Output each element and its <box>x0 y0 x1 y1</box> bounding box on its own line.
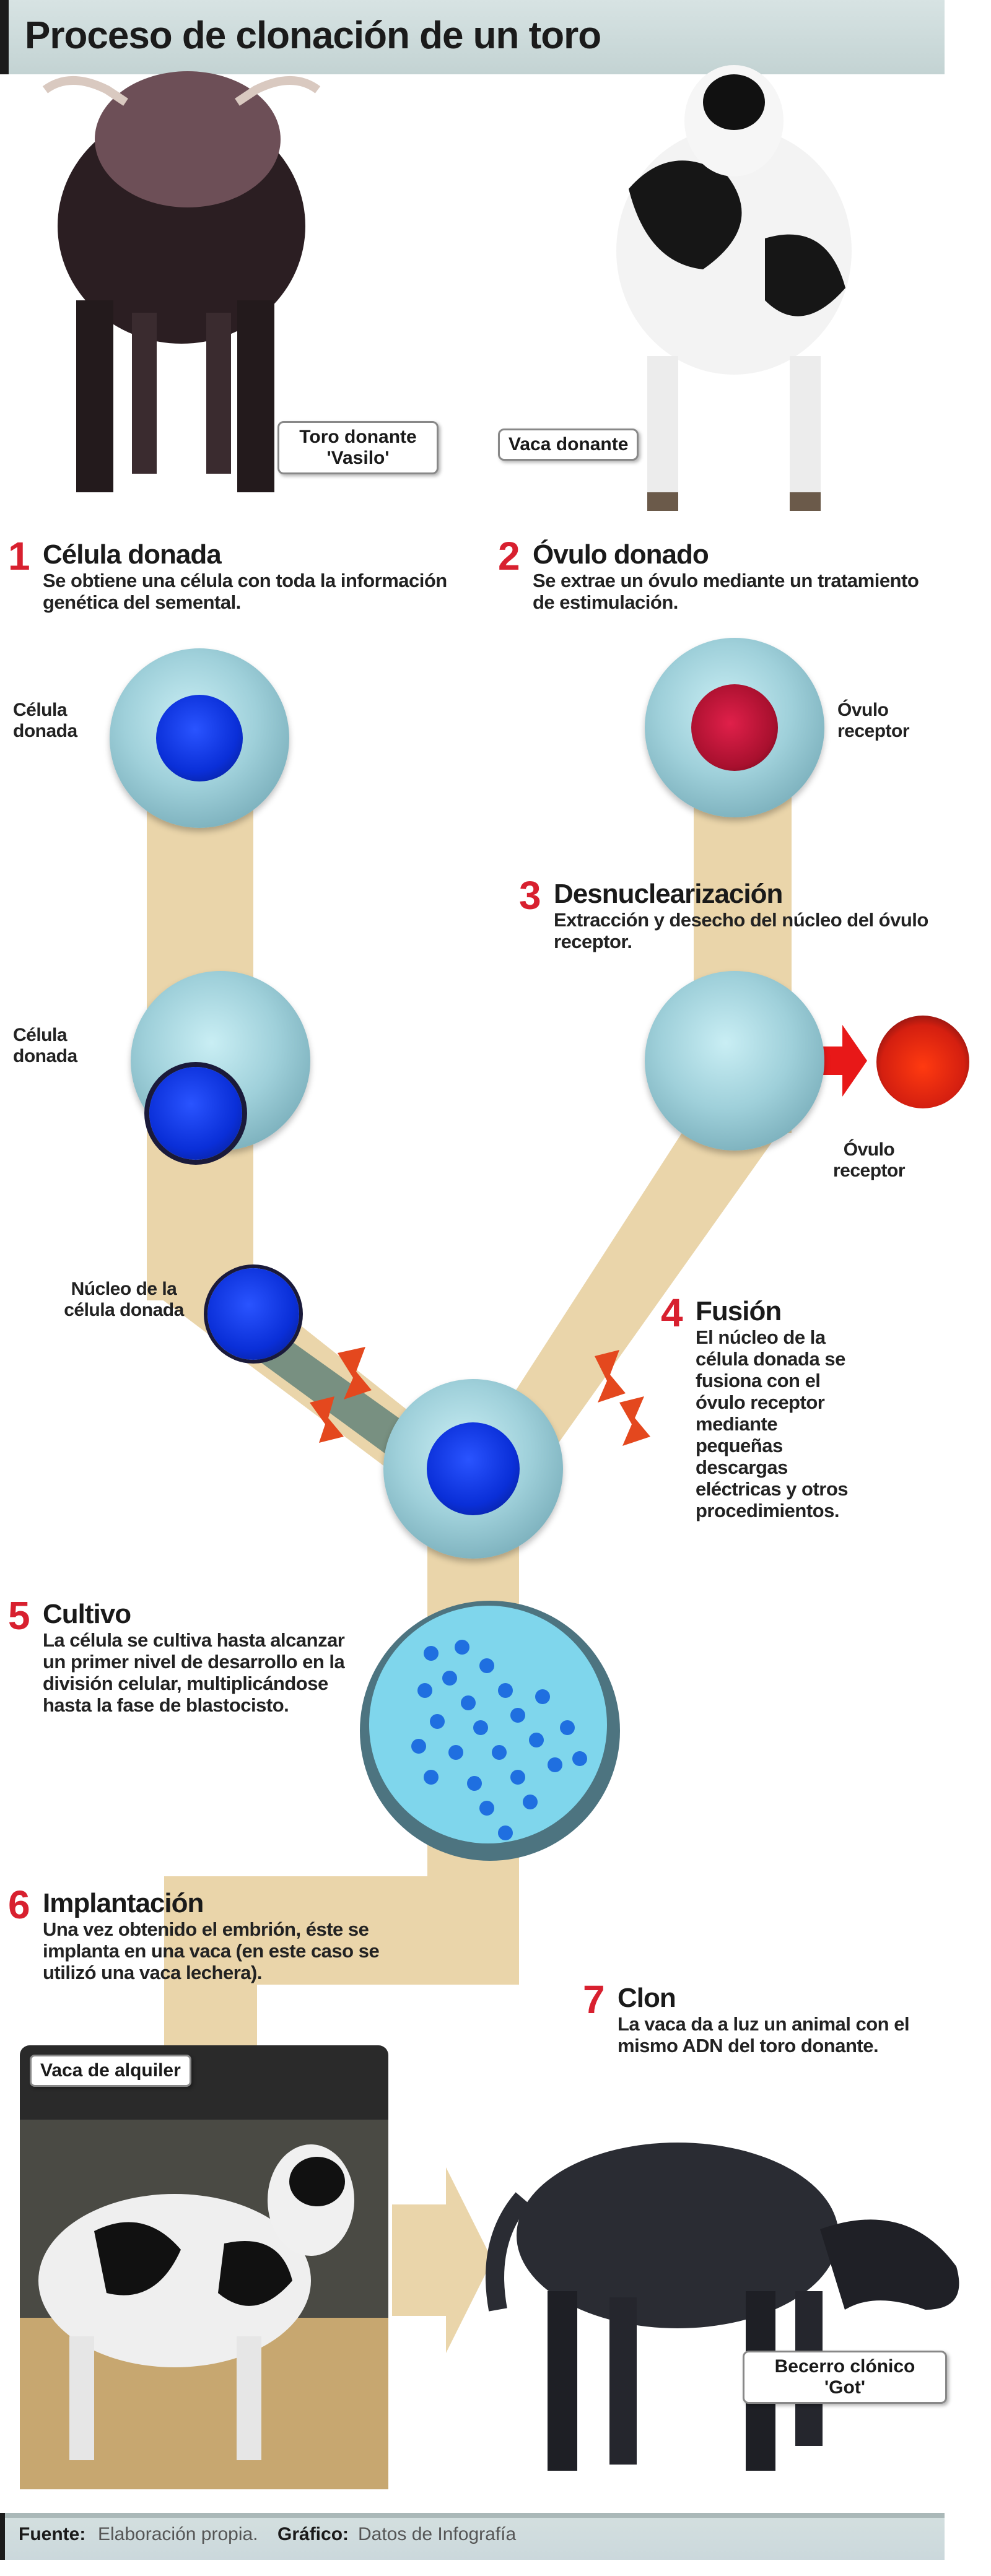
blastocyst-cell <box>535 1689 550 1704</box>
nucleus-trail <box>235 1314 434 1480</box>
blastocyst-cell <box>529 1733 544 1747</box>
step-text: Una vez obtenido el embrión, éste se imp… <box>43 1918 380 1983</box>
donor-cell-label-2: Célula donada <box>13 1025 77 1066</box>
blastocyst-cell <box>448 1745 463 1760</box>
graphic-value: Datos de Infografía <box>358 2524 517 2544</box>
donor-nucleus <box>156 695 243 781</box>
step-number: 6 <box>8 1882 30 1927</box>
step-4: 4 Fusión El núcleo de la célula donada s… <box>661 1293 865 1521</box>
blastocyst-cell <box>523 1795 538 1809</box>
removed-nucleus <box>876 1016 969 1108</box>
calf-label: Becerro clónico 'Got' <box>743 2351 947 2404</box>
donor-cell <box>110 648 289 828</box>
step-number: 1 <box>8 534 30 578</box>
step-1: 1 Célula donada Se obtiene una célula co… <box>8 536 479 613</box>
page-title: Proceso de clonación de un toro <box>25 14 601 57</box>
surrogate-label: Vaca de alquiler <box>30 2055 191 2087</box>
footer: Fuente: Elaboración propia. Gráfico: Dat… <box>0 2513 945 2560</box>
cow-label: Vaca donante <box>498 429 639 461</box>
step-3: 3 Desnuclearización Extracción y desecho… <box>519 873 953 952</box>
source-label: Fuente: <box>19 2524 86 2544</box>
donor-cell-stage-2 <box>131 971 310 1160</box>
step-title: Fusión <box>696 1296 782 1326</box>
bull-label: Toro donante 'Vasilo' <box>277 421 439 474</box>
blastocyst-cell <box>461 1695 476 1710</box>
blastocyst-cell <box>498 1825 513 1840</box>
blastocyst-cell <box>430 1714 445 1729</box>
donor-cow-image <box>616 65 852 511</box>
traveling-nucleus <box>207 1268 299 1360</box>
donor-cell-label: Célula donada <box>13 700 77 741</box>
enucleated-egg <box>645 971 824 1151</box>
donor-nucleus-extracting <box>149 1067 242 1160</box>
blastocyst-cell <box>467 1776 482 1791</box>
graphic-label: Gráfico: <box>277 2524 349 2544</box>
receptor-egg <box>645 638 824 817</box>
title-bar: Proceso de clonación de un toro <box>0 0 945 74</box>
step-5: 5 Cultivo La célula se cultiva hasta alc… <box>8 1593 355 1716</box>
donor-bull-image <box>42 71 321 492</box>
blastocyst-cell <box>442 1671 457 1686</box>
blastocyst-cell <box>572 1751 587 1766</box>
step-text: La vaca da a luz un animal con el mismo … <box>618 2013 910 2056</box>
blastocyst-cell <box>455 1640 469 1655</box>
step-title: Clon <box>618 1983 676 2013</box>
step-title: Implantación <box>43 1888 204 1918</box>
arrow-to-calf <box>392 2167 492 2353</box>
step-text: La célula se cultiva hasta alcanzar un p… <box>43 1629 345 1716</box>
electric-spark-icons <box>310 1347 650 1446</box>
source-value: Elaboración propia. <box>98 2524 258 2544</box>
blastocyst-cell <box>498 1683 513 1698</box>
fused-nucleus <box>427 1422 520 1515</box>
fused-cell <box>383 1379 563 1559</box>
step-text: El núcleo de la célula donada se fusiona… <box>696 1326 849 1521</box>
path-down <box>164 1876 257 2062</box>
step-2: 2 Óvulo donado Se extrae un óvulo median… <box>498 536 944 613</box>
donor-nucleus-label: Núcleo de la célula donada <box>64 1279 184 1320</box>
blastocyst-cell <box>479 1801 494 1816</box>
step-number: 4 <box>661 1290 683 1335</box>
step-7: 7 Clon La vaca da a luz un animal con el… <box>583 1977 930 2056</box>
step-text: Extracción y desecho del núcleo del óvul… <box>554 909 928 952</box>
blastocyst-cell <box>479 1658 494 1673</box>
blastocyst-cell <box>411 1739 426 1754</box>
blastocyst-cell <box>417 1683 432 1698</box>
blastocyst-cell <box>560 1720 575 1735</box>
step-number: 2 <box>498 534 520 578</box>
egg-nucleus <box>691 684 778 771</box>
blastocyst-cell <box>424 1770 439 1785</box>
step-title: Óvulo donado <box>533 539 709 570</box>
blastocyst-cell <box>548 1757 562 1772</box>
blastocyst-cell <box>492 1745 507 1760</box>
receptor-egg-label-2: Óvulo receptor <box>832 1139 906 1181</box>
step-number: 7 <box>583 1977 605 2022</box>
step-title: Desnuclearización <box>554 879 783 909</box>
step-number: 5 <box>8 1593 30 1638</box>
clone-calf-image <box>486 2143 959 2471</box>
blastocyst-cell <box>473 1720 488 1735</box>
receptor-egg-label: Óvulo receptor <box>837 700 910 741</box>
step-title: Cultivo <box>43 1599 131 1629</box>
culture-dish <box>360 1601 620 1861</box>
step-text: Se obtiene una célula con toda la inform… <box>43 570 447 613</box>
step-title: Célula donada <box>43 539 222 570</box>
blastocyst-cell <box>510 1708 525 1723</box>
step-6: 6 Implantación Una vez obtenido el embri… <box>8 1885 404 1983</box>
step-number: 3 <box>519 873 541 918</box>
surrogate-cow-image <box>20 2045 388 2489</box>
step-text: Se extrae un óvulo mediante un tratamien… <box>533 570 919 613</box>
blastocyst-cell <box>424 1646 439 1661</box>
blastocyst-cell <box>510 1770 525 1785</box>
